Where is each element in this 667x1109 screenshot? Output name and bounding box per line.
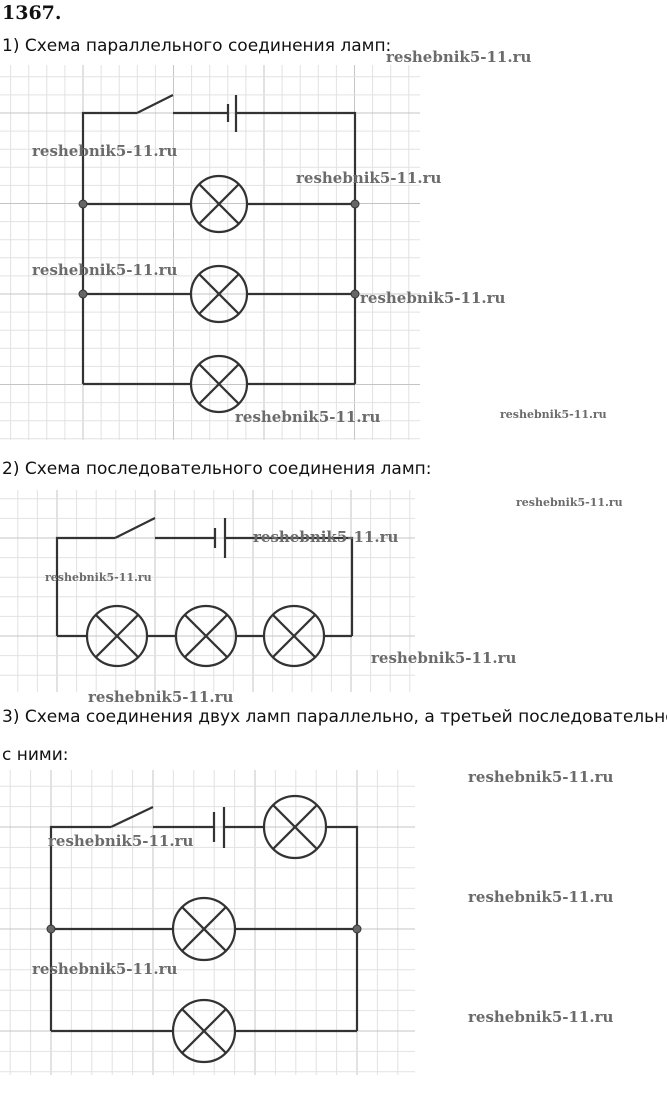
lamp-symbol <box>174 604 238 668</box>
watermark: reshebnik5-11.ru <box>371 649 517 667</box>
watermark: reshebnik5-11.ru <box>32 960 178 978</box>
watermark: reshebnik5-11.ru <box>253 528 399 546</box>
section-3-title-cont: с ними: <box>2 745 69 765</box>
watermark: reshebnik5-11.ru <box>32 261 178 279</box>
watermark: reshebnik5-11.ru <box>360 289 506 307</box>
section-3-title: 3) Схема соединения двух ламп параллельн… <box>2 707 667 727</box>
watermark: reshebnik5-11.ru <box>386 48 532 66</box>
watermark: reshebnik5-11.ru <box>88 688 234 706</box>
grid <box>0 770 415 1075</box>
watermark: reshebnik5-11.ru <box>516 496 623 509</box>
problem-number: 1367. <box>2 2 62 24</box>
watermark: reshebnik5-11.ru <box>468 1008 614 1026</box>
lamp-symbol <box>262 604 326 668</box>
parallel-circuit-diagram <box>0 65 420 440</box>
watermark: reshebnik5-11.ru <box>45 571 152 584</box>
lamp-symbol <box>189 354 249 414</box>
junction <box>350 199 360 209</box>
watermark: reshebnik5-11.ru <box>468 768 614 786</box>
junction <box>46 924 56 934</box>
circuit-wires <box>81 94 357 386</box>
section-2-title: 2) Схема последовательного соединения ла… <box>2 459 432 479</box>
watermark: reshebnik5-11.ru <box>468 888 614 906</box>
lamp-symbol <box>262 794 328 860</box>
lamp-symbol <box>189 264 249 324</box>
lamp-symbol <box>171 896 237 962</box>
series-circuit-diagram <box>0 490 415 692</box>
lamp-symbol <box>171 998 237 1064</box>
junction <box>350 289 360 299</box>
section-1-title: 1) Схема параллельного соединения ламп: <box>2 36 392 56</box>
junction <box>78 199 88 209</box>
watermark: reshebnik5-11.ru <box>48 832 194 850</box>
watermark: reshebnik5-11.ru <box>296 169 442 187</box>
lamp-symbol <box>189 174 249 234</box>
watermark: reshebnik5-11.ru <box>32 142 178 160</box>
watermark: reshebnik5-11.ru <box>500 408 607 421</box>
watermark: reshebnik5-11.ru <box>235 408 381 426</box>
junction <box>352 924 362 934</box>
lamp-symbol <box>85 604 149 668</box>
junction <box>78 289 88 299</box>
